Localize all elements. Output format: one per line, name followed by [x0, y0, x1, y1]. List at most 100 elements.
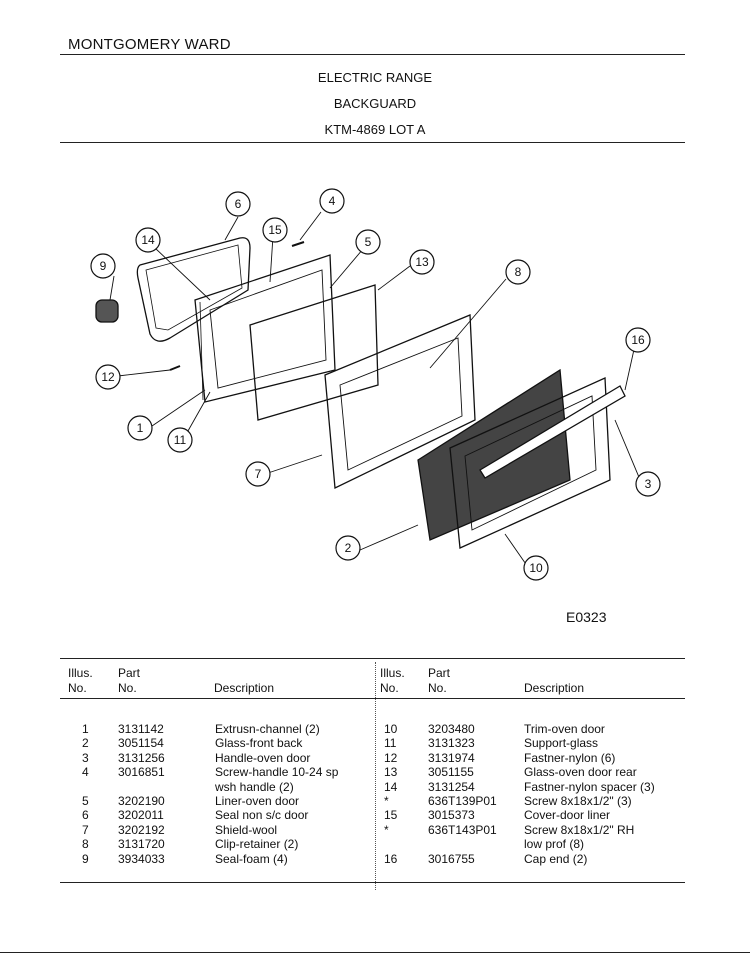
table-left-part-9: 3934033: [118, 851, 165, 866]
callout-1: 1: [137, 421, 144, 435]
table-left-part-2: 3131256: [118, 750, 165, 765]
table-left-illus-2: 3: [82, 750, 89, 765]
diagram-code: E0323: [566, 609, 607, 625]
table-right-desc-8: low prof (8): [524, 837, 585, 852]
callout-11: 11: [174, 433, 187, 447]
title-rule: [60, 142, 685, 143]
header-description-left: Description: [214, 681, 275, 695]
table-right-desc-1: Support-glass: [524, 736, 599, 751]
table-right-illus-4: 14: [384, 779, 398, 794]
table-right-part-7: 636T143P01: [428, 822, 497, 837]
callout-15: 15: [268, 223, 282, 237]
callout-labels: 6 4 14 15 5 13 9 8 12 16 1 11 7 3 2 10: [90, 188, 661, 581]
table-right-desc-4: Fastner-nylon spacer (3): [524, 779, 655, 794]
table-left-desc-9: Seal-foam (4): [215, 851, 288, 866]
part-foam-seal: [95, 299, 119, 323]
table-right-part-5: 636T139P01: [428, 794, 497, 808]
table-right-desc-9: Cap end (2): [524, 851, 588, 866]
table-left-desc-0: Extrusn-channel (2): [215, 722, 320, 736]
table-left-desc-5: Liner-oven door: [215, 794, 300, 808]
table-top-rule: [60, 658, 685, 659]
table-left-part-3: 3016851: [118, 765, 165, 780]
page-bottom-rule: [0, 952, 750, 953]
callout-12: 12: [101, 370, 115, 384]
table-left-desc-4: wsh handle (2): [215, 779, 294, 794]
callout-9: 9: [100, 259, 107, 273]
header-rule: [60, 54, 685, 55]
table-left-illus-5: 5: [82, 794, 89, 808]
callout-6: 6: [235, 197, 242, 211]
part-liner: [194, 254, 336, 403]
callout-2: 2: [345, 541, 352, 555]
table-right-part-6: 3015373: [428, 808, 475, 823]
table-right-illus-2: 12: [384, 750, 398, 765]
table-bottom-rule: [60, 882, 685, 883]
table-left-desc-7: Shield-wool: [215, 822, 278, 837]
part-handle: [479, 385, 626, 479]
table-right-part-1: 3131323: [428, 736, 475, 751]
brand-name: MONTGOMERY WARD: [68, 36, 231, 53]
callout-13: 13: [415, 255, 429, 269]
table-right-illus-7: *: [384, 822, 389, 837]
title-line-3: KTM-4869 LOT A: [324, 122, 426, 137]
table-left-desc-8: Clip-retainer (2): [215, 837, 299, 852]
part-rear-glass: [249, 284, 379, 421]
table-right-illus-0: 10: [384, 722, 398, 736]
table-right-illus-1: 11: [384, 736, 397, 751]
callout-16: 16: [631, 333, 645, 347]
table-right-part-9: 3016755: [428, 851, 475, 866]
callout-3: 3: [645, 477, 652, 491]
callout-4: 4: [329, 194, 336, 208]
table-left-part-8: 3131720: [118, 837, 165, 852]
table-left-illus-1: 2: [82, 736, 89, 751]
header-illus-right: Illus.No.: [380, 666, 405, 695]
table-right-desc-5: Screw 8x18x1/2" (3): [524, 794, 632, 808]
table-left-illus-7: 7: [82, 822, 89, 837]
title-line-1: ELECTRIC RANGE: [317, 70, 433, 85]
table-right-illus-9: 16: [384, 851, 398, 866]
table-left-part-5: 3202190: [118, 794, 165, 808]
table-left-desc-1: Glass-front back: [215, 736, 303, 751]
table-right-part-2: 3131974: [428, 750, 475, 765]
table-right-desc-7: Screw 8x18x1/2" RH: [524, 822, 635, 837]
table-right-desc-3: Glass-oven door rear: [524, 765, 637, 780]
callout-10: 10: [529, 561, 543, 575]
table-right-desc-2: Fastner-nylon (6): [524, 750, 616, 765]
table-left-desc-3: Screw-handle 10-24 sp: [215, 765, 339, 780]
callout-5: 5: [365, 235, 372, 249]
header-illus-left: Illus.No.: [68, 666, 93, 695]
table-left-illus-8: 8: [82, 837, 89, 852]
callout-8: 8: [515, 265, 522, 279]
part-shield: [324, 314, 476, 489]
table-left-part-1: 3051154: [118, 736, 164, 751]
callout-7: 7: [255, 467, 262, 481]
table-left-illus-9: 9: [82, 851, 89, 866]
table-right-desc-6: Cover-door liner: [524, 808, 611, 823]
table-left-part-6: 3202011: [118, 808, 164, 823]
table-right-part-0: 3203480: [428, 722, 475, 736]
table-left-illus-3: 4: [82, 765, 89, 780]
table-left-part-7: 3202192: [118, 822, 165, 837]
title-line-2: BACKGUARD: [333, 96, 417, 111]
table-right-desc-0: Trim-oven door: [524, 722, 605, 736]
table-left-desc-6: Seal non s/c door: [215, 808, 309, 823]
table-right-illus-5: *: [384, 794, 389, 808]
table-right-part-3: 3051155: [428, 765, 474, 780]
header-description-right: Description: [524, 681, 585, 695]
part-seal: [136, 237, 251, 342]
table-right-illus-3: 13: [384, 765, 398, 780]
part-front-glass: [417, 368, 571, 541]
table-right-part-4: 3131254: [428, 779, 475, 794]
table-left-illus-0: 1: [82, 722, 89, 736]
table-left-illus-6: 6: [82, 808, 89, 823]
table-right-illus-6: 15: [384, 808, 398, 823]
part-trim: [449, 377, 611, 549]
callout-14: 14: [141, 233, 155, 247]
table-left-part-0: 3131142: [118, 722, 164, 736]
table-left-desc-2: Handle-oven door: [215, 750, 311, 765]
column-divider: [375, 662, 376, 890]
exploded-parts-diagram: 6 4 14 15 5 13 9 8 12 16 1 11 7 3 2 10: [90, 188, 661, 581]
table-header-rule: [60, 698, 685, 699]
